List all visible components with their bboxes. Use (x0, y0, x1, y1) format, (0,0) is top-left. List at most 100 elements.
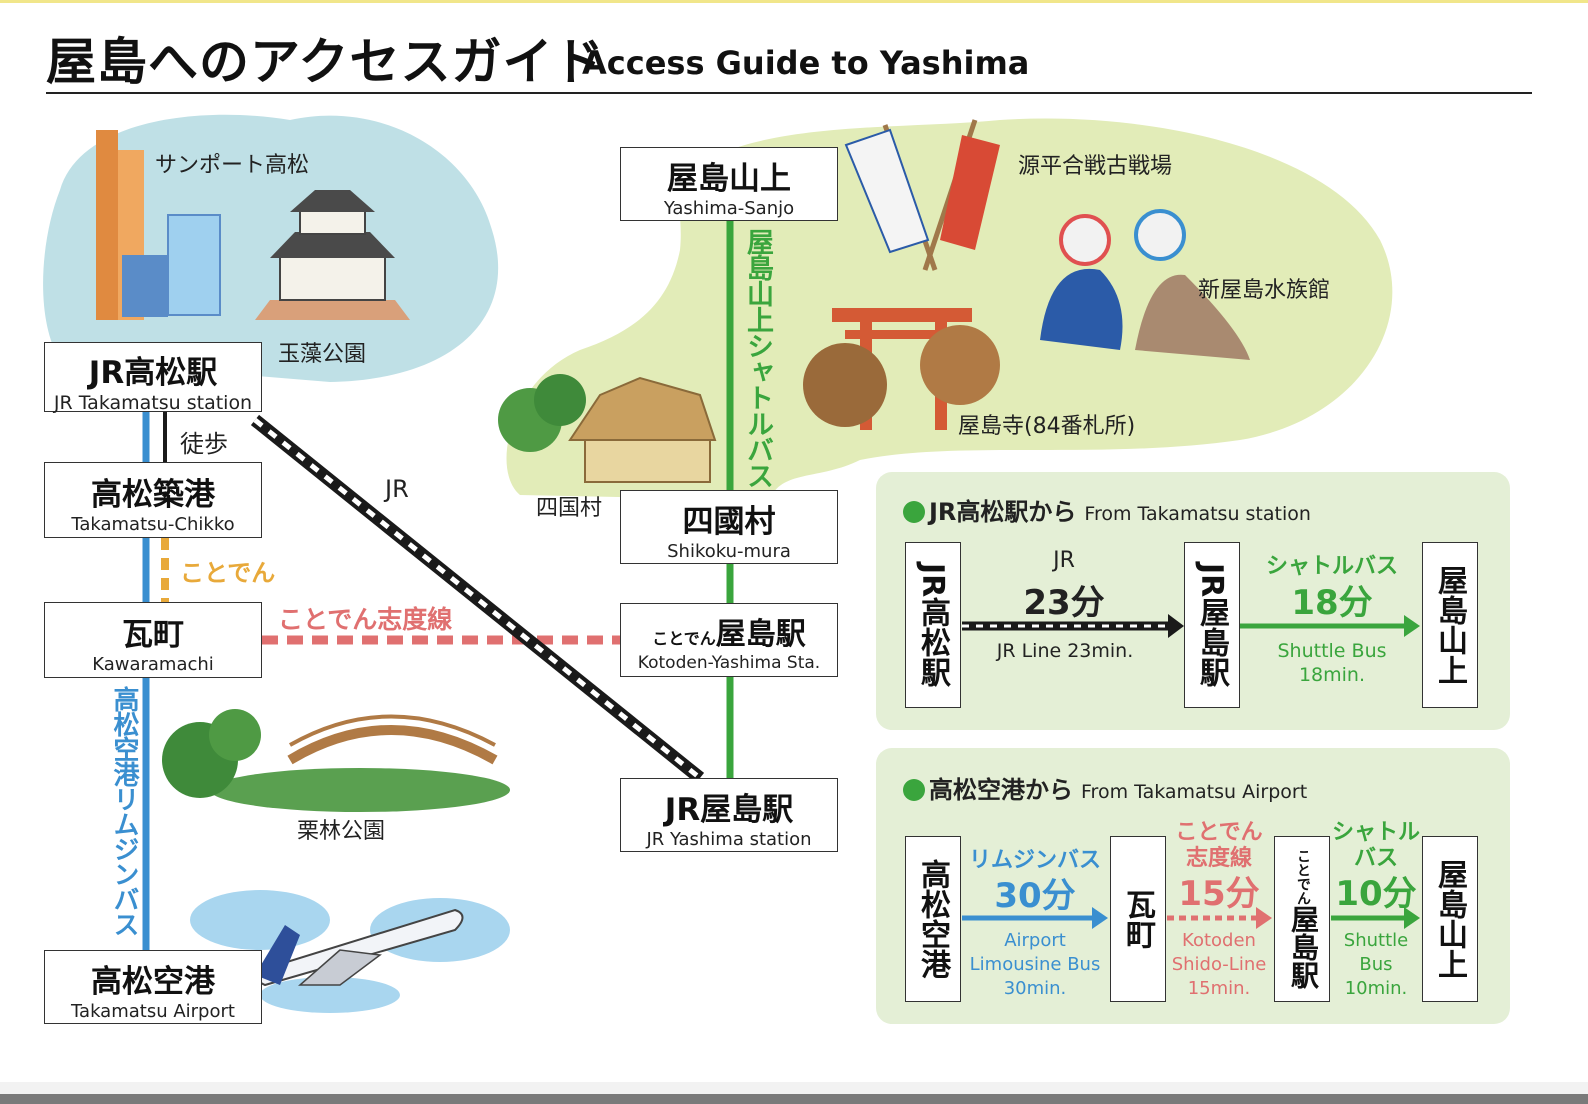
panel2-seg3-caption3: 10min. (1344, 978, 1408, 999)
panel2-seg2-top1: ことでん (1175, 820, 1263, 845)
landmark-yashimaji: 屋島寺(84番札所) (958, 414, 1136, 439)
panel1-heading: JR高松駅から From Takamatsu station (903, 492, 1311, 527)
station-jr-yashima[interactable]: JR屋島駅 JR Yashima station (620, 778, 838, 852)
airplane-illustration (190, 890, 510, 1013)
shikoku-mura-illustration (498, 374, 717, 483)
panel2-seg3-top2: バス (1353, 846, 1398, 871)
panel2-seg1-top: リムジンバス (968, 848, 1101, 873)
panel1-node-jr-yashima: JR屋島駅 (1184, 542, 1240, 708)
panel1-node-jr-takamatsu: JR高松駅 (905, 542, 961, 708)
station-yashima-sanjo[interactable]: 屋島山上 Yashima-Sanjo (620, 147, 838, 221)
station-jr-takamatsu-en: JR Takamatsu station (53, 392, 253, 414)
panel1-jr-arrowhead (1168, 614, 1184, 638)
panel2-node-kawaramachi: 瓦町 (1110, 836, 1166, 1002)
panel1-node-yashima-sanjo: 屋島山上 (1422, 542, 1478, 708)
panel2-seg1-caption2: Limousine Bus (969, 954, 1101, 975)
panel1-bullet-icon (903, 501, 925, 523)
station-yashima-sanjo-ja: 屋島山上 (667, 161, 791, 197)
panel2-seg1-caption3: 30min. (1003, 978, 1067, 999)
station-takamatsu-chikko-ja: 高松築港 (91, 477, 215, 513)
bottom-fade (0, 1082, 1588, 1094)
panel2-seg3-top1: シャトル (1331, 820, 1420, 845)
station-takamatsu-airport[interactable]: 高松空港 Takamatsu Airport (44, 950, 262, 1024)
title-divider (46, 92, 1532, 94)
station-yashima-sanjo-en: Yashima-Sanjo (663, 198, 795, 219)
station-jr-yashima-ja: JR屋島駅 (664, 792, 794, 828)
panel1-arrows (962, 614, 1420, 638)
station-kawaramachi-ja: 瓦町 (122, 617, 184, 653)
landmark-shikokumura: 四国村 (536, 496, 603, 521)
panel1-shuttle-arrowhead (1404, 615, 1420, 637)
panel1-heading-en: From Takamatsu station (1084, 503, 1311, 525)
panel1-seg2-caption1: Shuttle Bus (1277, 640, 1387, 662)
jr-label: JR (385, 475, 409, 503)
panel2-node-kotoden-main: 屋島駅 (1287, 905, 1320, 989)
panel1-seg1-top: JR (1053, 548, 1075, 573)
station-jr-yashima-en: JR Yashima station (646, 829, 812, 850)
panel2-seg3-caption1: Shuttle (1343, 930, 1409, 951)
genpei-banners-illustration (844, 119, 1000, 271)
panel2-seg2-top2: 志度線 (1185, 846, 1252, 871)
station-kawaramachi[interactable]: 瓦町 Kawaramachi (44, 602, 262, 678)
panel-from-takamatsu-airport (876, 748, 1510, 1024)
sunport-tower-illustration (96, 130, 221, 320)
landmark-sunport: サンポート高松 (155, 153, 310, 178)
station-kotoden-yashima-ja-wrap: ことでん屋島駅 (621, 609, 837, 653)
station-jr-takamatsu-ja: JR高松駅 (88, 355, 218, 391)
panel2-heading-ja: 高松空港から (929, 776, 1073, 804)
ritsurin-park-illustration (162, 709, 510, 812)
panel1-seg2-top: シャトルバス (1265, 554, 1398, 579)
page-subtitle: Access Guide to Yashima (582, 44, 1030, 82)
panel2-node-kotoden-small: ことでん (1295, 849, 1311, 905)
station-takamatsu-airport-en: Takamatsu Airport (71, 1001, 235, 1022)
kotoden-label: ことでん (180, 559, 276, 587)
panel2-limousine-arrowhead (1092, 907, 1108, 929)
panel2-shuttle-arrowhead (1404, 907, 1420, 929)
station-kawaramachi-en: Kawaramachi (92, 654, 214, 675)
walk-label: 徒歩 (180, 430, 228, 458)
aquarium-illustration (1040, 209, 1250, 360)
yashimaji-illustration (803, 308, 1000, 430)
panel2-kotoden-arrowhead (1256, 907, 1272, 929)
landmark-tamamo-park: 玉藻公園 (278, 342, 367, 367)
station-shikoku-mura-en: Shikoku-mura (667, 541, 791, 562)
panel2-seg1-time: 30分 (994, 876, 1076, 916)
panel1-seg1-time: 23分 (1023, 583, 1105, 623)
station-kotoden-yashima-ja: 屋島駅 (715, 617, 806, 652)
jr-line-dashes (253, 418, 702, 780)
panel2-bullet-icon (903, 779, 925, 801)
station-kotoden-yashima[interactable]: ことでん屋島駅 Kotoden-Yashima Sta. (620, 603, 838, 677)
panel1-seg2-time: 18分 (1291, 583, 1373, 623)
panel1-seg2-caption2: 18min. (1298, 664, 1366, 686)
panel1-heading-ja: JR高松駅から (929, 498, 1077, 526)
panel2-node-kotoden-yashima: ことでん屋島駅 (1274, 836, 1330, 1002)
kotoden-shido-label: ことでん志度線 (278, 605, 453, 634)
station-kotoden-yashima-prefix: ことでん (652, 629, 716, 648)
panel2-arrows (962, 907, 1420, 929)
panel2-seg3-time: 10分 (1335, 874, 1417, 914)
station-takamatsu-chikko[interactable]: 高松築港 Takamatsu-Chikko (44, 462, 262, 538)
landmark-ritsurin-park: 栗林公園 (297, 819, 386, 844)
page-title: 屋島へのアクセスガイド (46, 33, 605, 91)
panel2-seg3-caption2: Bus (1359, 954, 1393, 975)
panel2-seg2-caption3: 15min. (1187, 978, 1251, 999)
landmark-aquarium: 新屋島水族館 (1198, 278, 1331, 303)
bottom-bar (0, 1094, 1588, 1104)
shuttle-label: 屋島山上シャトルバス (742, 228, 773, 488)
station-takamatsu-chikko-en: Takamatsu-Chikko (71, 514, 235, 535)
station-kotoden-yashima-en: Kotoden-Yashima Sta. (637, 653, 821, 673)
landmark-genpei: 源平合戦古戦場 (1018, 154, 1173, 179)
station-shikoku-mura-ja: 四國村 (682, 504, 776, 540)
station-shikoku-mura[interactable]: 四國村 Shikoku-mura (620, 490, 838, 564)
panel2-node-yashima-sanjo: 屋島山上 (1422, 836, 1478, 1002)
station-takamatsu-airport-ja: 高松空港 (91, 964, 215, 1000)
panel2-node-takamatsu-airport: 高松空港 (905, 836, 961, 1002)
panel1-seg1-caption: JR Line 23min. (996, 640, 1134, 662)
limousine-label: 高松空港リムジンバス (109, 686, 139, 936)
top-accent-line (0, 0, 1588, 3)
panel2-seg2-caption2: Shido-Line (1171, 954, 1267, 975)
panel2-seg1-caption1: Airport (1004, 930, 1066, 951)
station-jr-takamatsu[interactable]: JR高松駅 JR Takamatsu station (44, 342, 262, 414)
panel2-seg2-caption1: Kotoden (1182, 930, 1256, 951)
